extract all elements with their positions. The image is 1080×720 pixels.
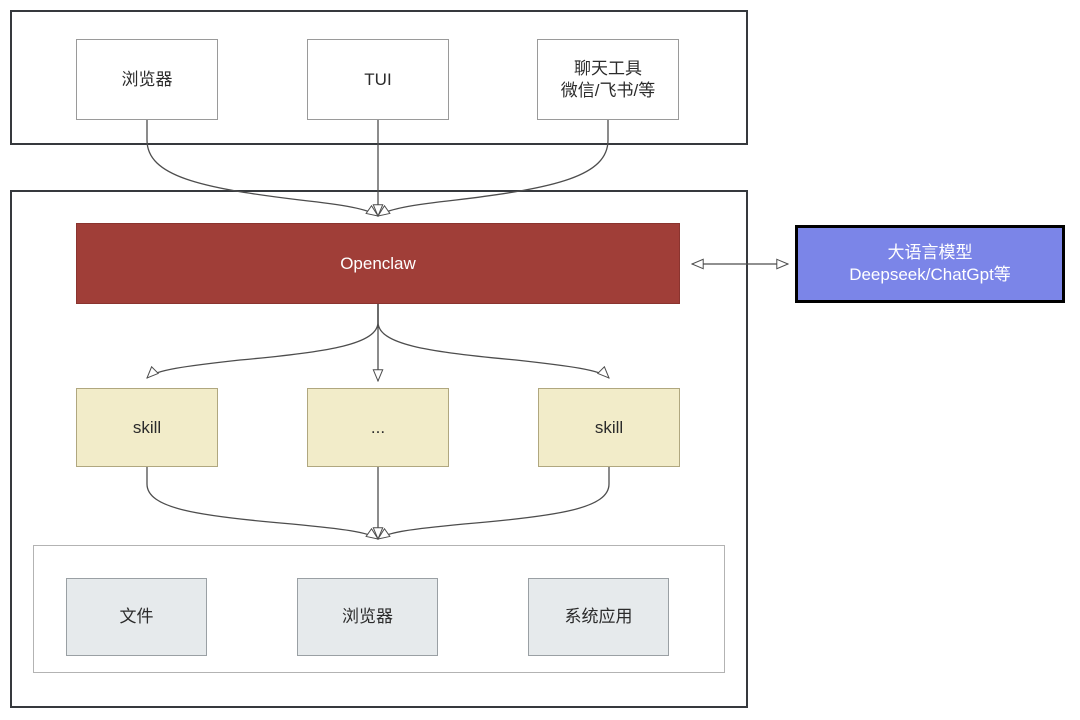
openclaw-core-label: Openclaw: [340, 253, 416, 273]
skill-left-label: skill: [132, 417, 162, 437]
skill-left[interactable]: skill: [76, 388, 218, 467]
client-chat-tool-label: 聊天工具 微信/飞书/等: [560, 58, 656, 100]
resource-files[interactable]: 文件: [66, 578, 207, 656]
skill-middle[interactable]: ...: [307, 388, 449, 467]
client-tui[interactable]: TUI: [307, 39, 449, 120]
llm-box-label: 大语言模型 Deepseek/ChatGpt等: [849, 243, 1011, 284]
skill-right-label: skill: [594, 417, 624, 437]
client-browser[interactable]: 浏览器: [76, 39, 218, 120]
skill-right[interactable]: skill: [538, 388, 680, 467]
client-chat-tool[interactable]: 聊天工具 微信/飞书/等: [537, 39, 679, 120]
client-browser-label: 浏览器: [121, 69, 173, 89]
resource-system-apps[interactable]: 系统应用: [528, 578, 669, 656]
client-tui-label: TUI: [364, 69, 392, 89]
skill-middle-label: ...: [370, 417, 386, 437]
llm-box[interactable]: 大语言模型 Deepseek/ChatGpt等: [795, 225, 1065, 303]
resource-files-label: 文件: [119, 607, 154, 627]
resource-browser[interactable]: 浏览器: [297, 578, 438, 656]
resource-browser-label: 浏览器: [342, 607, 393, 627]
resource-system-apps-label: 系统应用: [564, 607, 633, 627]
openclaw-core[interactable]: Openclaw: [76, 223, 680, 304]
